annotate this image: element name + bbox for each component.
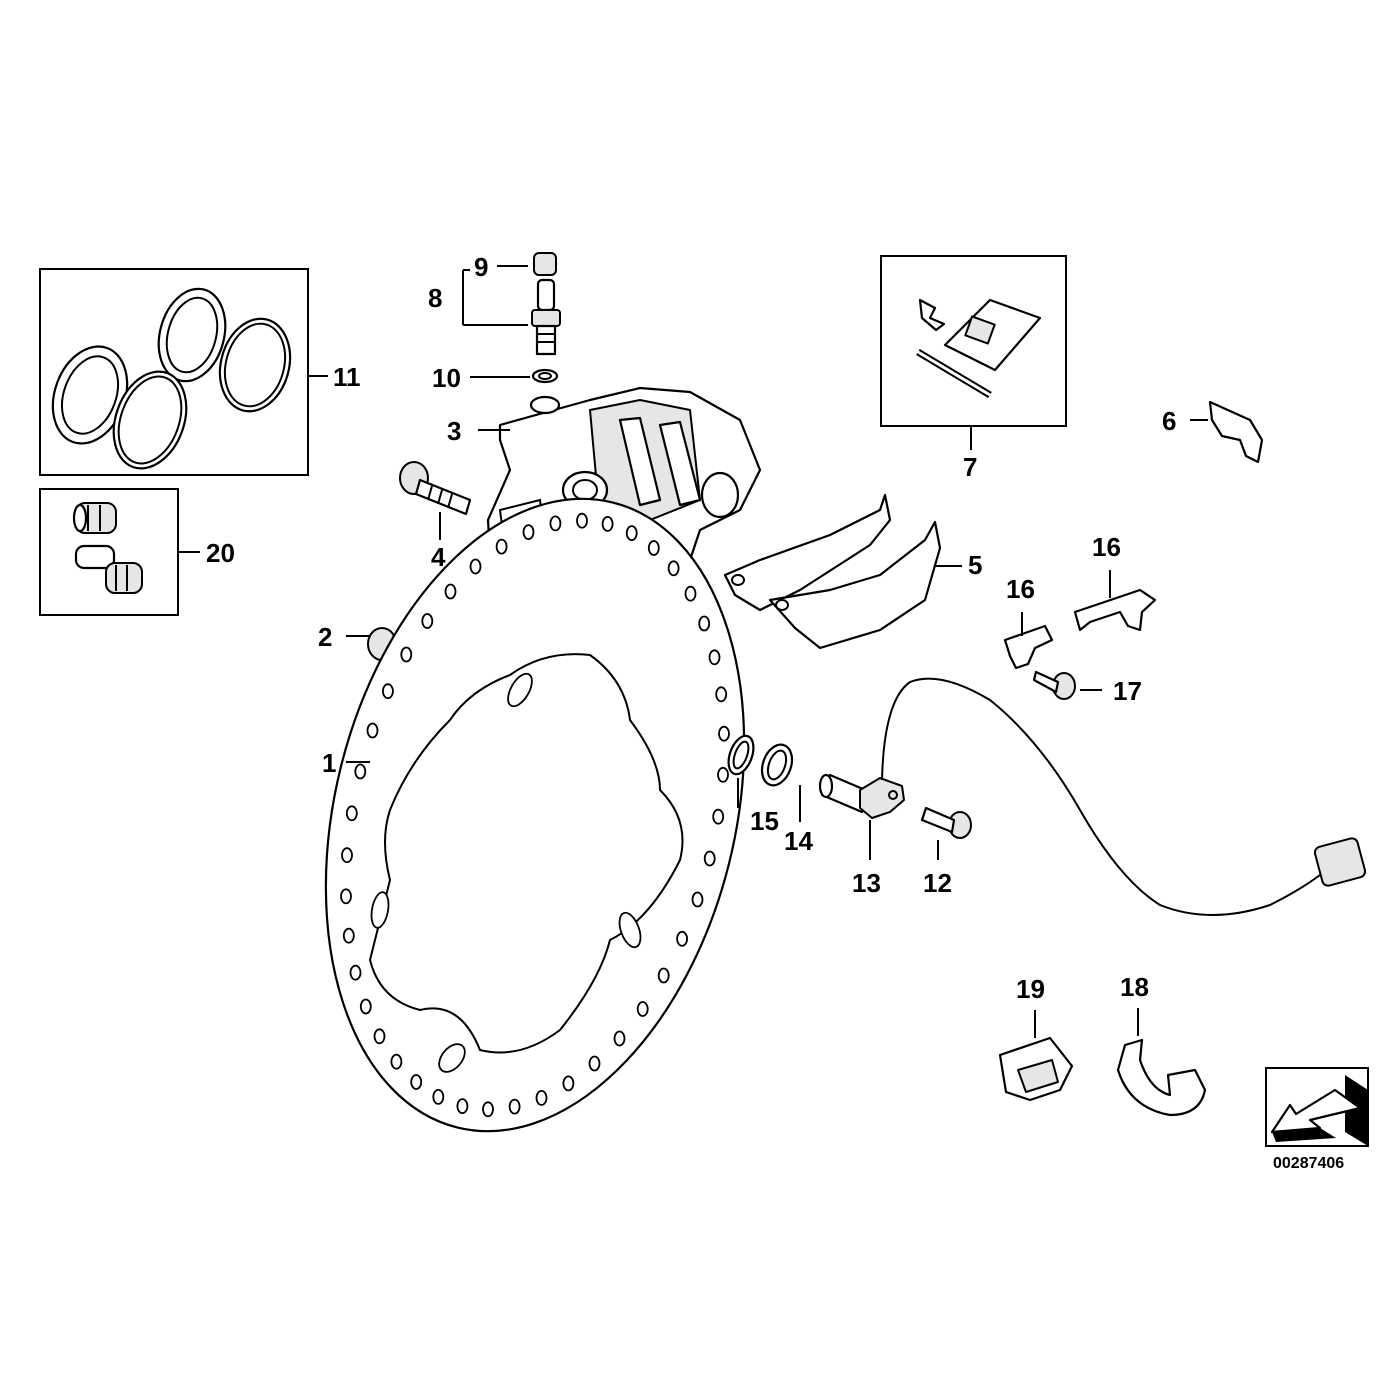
- disc-drill-hole: [390, 1053, 403, 1070]
- disc-drill-hole: [345, 805, 358, 822]
- disc-drill-hole: [576, 512, 588, 529]
- callout-14: 14: [784, 826, 813, 856]
- disc-drill-hole: [366, 722, 379, 739]
- callout-19: 19: [1016, 974, 1045, 1004]
- disc-drill-hole: [691, 891, 704, 908]
- part-4-bolt: [399, 461, 472, 540]
- disc-drill-hole: [715, 686, 728, 703]
- part-11-seal-kit: [39, 268, 328, 476]
- disc-drill-hole: [349, 964, 362, 981]
- disc-drill-hole: [676, 930, 688, 947]
- callout-20: 20: [206, 538, 235, 568]
- disc-drill-hole: [625, 525, 638, 541]
- part-1-brake-disc: [324, 497, 746, 1133]
- part-20-bushing-kit: [39, 488, 200, 616]
- disc-drill-hole: [508, 1098, 521, 1115]
- disc-drill-hole: [601, 516, 614, 532]
- part-13-sensor: [818, 677, 1367, 916]
- callout-8: 8: [428, 283, 442, 313]
- disc-drill-hole: [717, 766, 729, 783]
- disc-drill-hole: [340, 888, 352, 905]
- part-5-brake-pads: [723, 493, 962, 650]
- disc-drill-hole: [636, 1001, 649, 1017]
- callout-9: 9: [474, 252, 488, 282]
- callout-13: 13: [852, 868, 881, 898]
- part-3-brake-caliper: [478, 386, 762, 580]
- disc-drill-hole: [549, 515, 562, 532]
- callout-16-upper: 16: [1092, 532, 1121, 562]
- disc-drill-hole: [469, 558, 482, 575]
- callout-5: 5: [968, 550, 982, 580]
- callout-15: 15: [750, 806, 779, 836]
- disc-drill-hole: [421, 613, 434, 629]
- part-12-screw: [920, 806, 972, 860]
- callout-11: 11: [333, 362, 361, 392]
- disc-drill-hole: [432, 1089, 445, 1105]
- disc-drill-hole: [341, 847, 353, 864]
- disc-drill-hole: [712, 808, 725, 825]
- part-7-pin-kit: [880, 255, 1067, 450]
- disc-drill-hole: [613, 1030, 626, 1047]
- part-17-screw: [1032, 670, 1102, 700]
- disc-drill-hole: [400, 646, 413, 663]
- disc-drill-hole: [684, 585, 697, 602]
- disc-drill-hole: [359, 998, 372, 1015]
- part-19-holder: [998, 1010, 1074, 1102]
- disc-drill-hole: [444, 583, 457, 600]
- part-18-holder: [1116, 1008, 1207, 1117]
- disc-drill-hole: [495, 538, 508, 555]
- disc-drill-hole: [522, 524, 535, 540]
- disc-drill-hole: [535, 1090, 548, 1106]
- disc-drill-hole: [354, 763, 367, 780]
- disc-drill-hole: [588, 1055, 601, 1072]
- disc-drill-hole: [342, 927, 355, 944]
- callout-16-lower: 16: [1006, 574, 1035, 604]
- part-6-clip: [1190, 400, 1264, 464]
- disc-drill-hole: [698, 615, 711, 632]
- disc-drill-hole: [381, 683, 394, 700]
- callout-1: 1: [322, 748, 336, 778]
- reference-icon: [1265, 1067, 1369, 1147]
- callout-4: 4: [431, 542, 446, 572]
- disc-drill-hole: [562, 1075, 575, 1092]
- disc-drill-hole: [456, 1098, 469, 1114]
- disc-drill-hole: [373, 1028, 386, 1045]
- callout-7: 7: [963, 452, 977, 482]
- callout-6: 6: [1162, 406, 1176, 436]
- disc-drill-hole: [482, 1101, 494, 1118]
- disc-drill-hole: [708, 649, 721, 666]
- callout-17: 17: [1113, 676, 1142, 706]
- reference-number: 00287406: [1273, 1155, 1344, 1172]
- disc-drill-hole: [718, 725, 730, 742]
- part-16-clips: [1003, 570, 1157, 670]
- disc-drill-hole: [703, 850, 716, 867]
- part-14-15-rings: [727, 734, 801, 822]
- callout-10: 10: [432, 363, 461, 393]
- callout-12: 12: [923, 868, 952, 898]
- disc-drill-hole: [657, 967, 670, 984]
- callout-2: 2: [318, 622, 332, 652]
- disc-drill-hole: [647, 540, 660, 556]
- callout-3: 3: [447, 416, 461, 446]
- callout-18: 18: [1120, 972, 1149, 1002]
- part-8-9-10-bleed-valve: [462, 252, 561, 384]
- disc-drill-hole: [410, 1074, 423, 1090]
- disc-drill-hole: [667, 560, 680, 577]
